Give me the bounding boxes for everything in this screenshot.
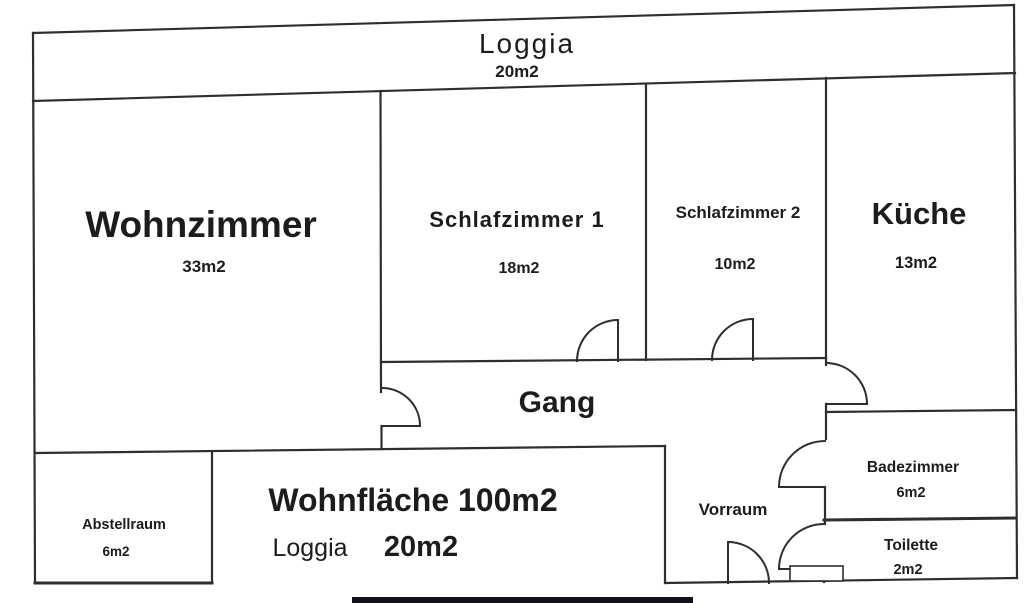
room-area-wohnzimmer: 33m2 xyxy=(182,257,225,276)
wall-kueche-bottom xyxy=(824,408,1018,414)
room-label-schlafzimmer1: Schlafzimmer 1 xyxy=(429,207,604,232)
door-arc-badezimmer xyxy=(777,439,827,488)
wall-schlafzimmer-bottom xyxy=(379,356,828,364)
door-arc-schlafzimmer1 xyxy=(575,318,619,363)
summary-loggia-label: Loggia xyxy=(272,534,347,562)
entry-door-threshold xyxy=(789,565,844,582)
room-label-toilette: Toilette xyxy=(884,537,938,554)
scan-shadow-bar xyxy=(352,597,693,603)
room-area-schlafzimmer2: 10m2 xyxy=(715,256,756,273)
summary-loggia-value: 20m2 xyxy=(384,531,458,563)
wall-kueche-bad-left xyxy=(822,76,828,584)
room-area-schlafzimmer1: 18m2 xyxy=(499,260,540,277)
wall-outer-right xyxy=(1012,3,1019,580)
summary-wohnflaeche: Wohnfläche 100m2 xyxy=(268,482,557,518)
wall-wohnzimmer-gang-bottom xyxy=(33,444,667,455)
wall-outer-top xyxy=(31,3,1016,35)
room-label-loggia: Loggia xyxy=(479,28,575,59)
room-label-badezimmer: Badezimmer xyxy=(867,459,959,476)
wall-bad-toilette-divider xyxy=(822,516,1018,522)
door-arc-wohnzimmer-gang xyxy=(380,386,422,427)
room-label-schlafzimmer2: Schlafzimmer 2 xyxy=(676,203,801,222)
wall-loggia-bottom xyxy=(31,71,1017,103)
door-arc-entry-right xyxy=(777,522,826,571)
room-label-kueche: Küche xyxy=(872,196,967,231)
door-arc-entry-left xyxy=(727,540,771,585)
wall-wohnzimmer-right xyxy=(379,89,383,451)
room-area-toilette: 2m2 xyxy=(893,562,922,578)
room-area-kueche: 13m2 xyxy=(895,254,937,272)
room-label-wohnzimmer: Wohnzimmer xyxy=(85,204,317,245)
room-area-badezimmer: 6m2 xyxy=(896,485,925,501)
door-arc-schlafzimmer2 xyxy=(710,317,754,362)
room-area-abstellraum: 6m2 xyxy=(102,544,129,559)
door-arc-kueche xyxy=(824,361,869,405)
room-label-vorraum: Vorraum xyxy=(699,500,768,519)
room-area-loggia: 20m2 xyxy=(495,62,538,81)
wall-outer-left xyxy=(31,31,37,585)
room-label-gang: Gang xyxy=(519,386,596,419)
room-label-abstellraum: Abstellraum xyxy=(82,517,166,533)
